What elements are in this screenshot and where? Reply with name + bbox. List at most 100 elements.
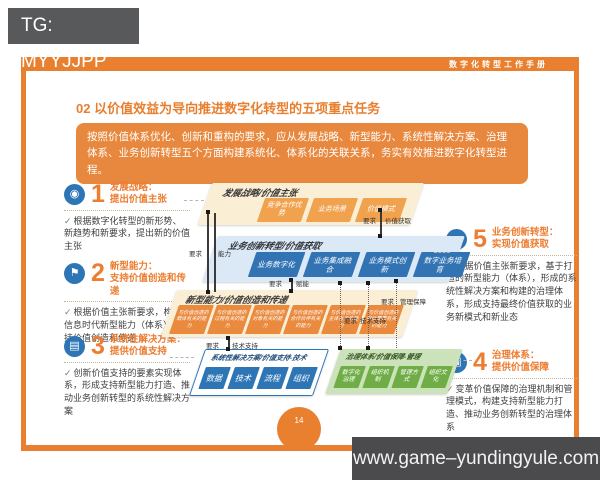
task-title: 发展战略： <box>109 182 158 193</box>
connector-marker <box>338 281 342 285</box>
connector-label: 技术支持 <box>360 318 386 325</box>
governance-box: 组织文化 <box>420 366 453 388</box>
connector-line <box>380 211 382 237</box>
connector-label: 价值获取 <box>385 218 411 225</box>
connector-label: 赋能 <box>296 281 309 288</box>
business-box: 业务数字化 <box>247 252 306 277</box>
strategy-box: 竞争合作优势 <box>256 198 310 222</box>
task-subtitle: 提出价值主张 <box>109 194 167 206</box>
connector-marker <box>338 346 342 350</box>
task-desc: ✓变革价值保障的治理机制和管理模式，构建支持新型能力打造、推动业务创新转型的治理… <box>446 383 573 432</box>
solution-box: 技术 <box>227 367 260 389</box>
divider <box>64 361 190 363</box>
check-icon: ✓ <box>446 383 454 394</box>
divider <box>64 301 190 303</box>
task-number: 3 <box>91 332 105 360</box>
connector-marker <box>289 289 293 293</box>
connector-label: 管理保障 <box>400 299 426 306</box>
task-subtitle: 提供价值支持 <box>109 346 167 358</box>
band-business: 业务创新转型/价值获取 业务数字化 业务集成融合 业务模式创新 数字业务培育 <box>202 236 471 282</box>
governance-box: 组织机制 <box>362 366 395 388</box>
business-box: 数字业务培育 <box>412 252 471 277</box>
connector-label: 要求 <box>189 251 202 258</box>
band-solution: 系统性解决方案/价值支持-技术 数据 技术 流程 组织 <box>188 349 330 396</box>
task-desc: ✓根据价值主张新要求，基于打造的新型能力（体系），形成的系统性解决方案和构建的治… <box>446 260 577 322</box>
task-1-strategy: ◉ 1 发展战略： 提出价值主张 ✓根据数字化转型的新形势、新趋势和新要求，提出… <box>64 181 190 253</box>
task-desc: ✓创新价值支持的要素实现体系，形成支持新型能力打造、推动业务创新转型的系统性解决… <box>64 367 191 416</box>
connector-label: 技术支持 <box>232 343 258 350</box>
governance-box: 数字化治理 <box>333 366 366 388</box>
solution-box: 组织 <box>285 367 318 389</box>
task-number: 2 <box>91 259 105 287</box>
connector-marker <box>206 290 210 294</box>
task-desc: ✓根据价值主张新要求，构建信息时代新型能力（体系），支持价值创造和传递 <box>64 307 186 343</box>
task-number: 5 <box>473 225 487 253</box>
connector-marker <box>366 281 370 285</box>
divider <box>64 209 190 211</box>
connector-label: 要求 <box>206 343 219 350</box>
section-title: 02 以价值效益为导向推进数字化转型的五项重点任务 <box>76 101 381 116</box>
capability-icon: ⚑ <box>64 263 85 284</box>
tg-watermark: TG: MYYJJPP <box>8 8 139 72</box>
task-2-capability: ⚑ 2 新型能力： 支持价值创造和传递 ✓根据价值主张新要求，构建信息时代新型能… <box>64 260 190 344</box>
task-title: 系统性解决方案： <box>109 334 186 345</box>
connector-marker <box>206 210 210 214</box>
task-subtitle: 支持价值创造和传递 <box>109 273 186 297</box>
band-business-title: 业务创新转型/价值获取 <box>226 241 323 251</box>
task-subtitle: 提供价值保障 <box>491 362 549 374</box>
connector-line <box>228 338 230 350</box>
connector-marker <box>366 346 370 350</box>
dashed-link <box>184 200 204 201</box>
task-4-governance: ▣ 4 治理体系： 提供价值保障 ✓变革价值保障的治理机制和管理模式，构建支持新… <box>446 349 577 434</box>
task-title: 新型能力： <box>109 261 158 272</box>
task-desc: ✓根据数字化转型的新形势、新趋势和新要求，提出新的价值主张 <box>64 215 191 252</box>
connector-marker <box>394 279 398 283</box>
solution-box: 流程 <box>256 367 289 389</box>
strategy-box: 业务场景 <box>305 198 359 222</box>
task-title: 业务创新转型： <box>491 227 559 238</box>
divider <box>446 254 577 256</box>
connector-dotted-line <box>340 284 341 348</box>
business-box: 业务集成融合 <box>302 252 361 277</box>
connector-label: 要求 <box>381 299 394 306</box>
check-icon: ✓ <box>64 215 72 226</box>
page-number: 14 <box>277 407 321 451</box>
band-solution-title: 系统性解决方案/价值支持-技术 <box>209 355 308 362</box>
connector-line <box>291 280 293 292</box>
check-icon: ✓ <box>64 307 72 318</box>
solution-icon: ▤ <box>64 336 85 357</box>
task-title: 治理体系： <box>491 350 540 361</box>
connector-label: 要求 <box>363 218 376 225</box>
dashed-link <box>170 357 194 358</box>
connector-dotted-line <box>368 284 369 348</box>
check-icon: ✓ <box>64 367 72 378</box>
dashed-link <box>434 252 450 253</box>
connector-marker <box>378 234 382 238</box>
task-subtitle: 实现价值获取 <box>491 239 549 251</box>
task-3-solution: ▤ 3 系统性解决方案： 提供价值支持 ✓创新价值支持的要素实现体系，形成支持新… <box>64 333 190 418</box>
task-number: 4 <box>473 348 487 376</box>
band-governance-title: 治理体系/价值保障-管理 <box>344 354 422 361</box>
connector-marker <box>378 208 382 212</box>
connector-marker <box>226 347 230 351</box>
handbook-header-title: 数字化转型工作手册 <box>449 60 548 69</box>
task-5-business-transform: ☁ 5 业务创新转型： 实现价值获取 ✓根据价值主张新要求，基于打造的新型能力（… <box>446 226 577 324</box>
band-strategy-title: 发展战略/价值主张 <box>221 188 300 198</box>
business-box: 业务模式创新 <box>357 252 416 277</box>
solution-box: 数据 <box>198 367 231 389</box>
band-governance: 治理体系/价值保障-管理 数字化治理 组织机制 管理方式 组织文化 <box>325 349 463 394</box>
strategy-icon: ◉ <box>64 184 85 205</box>
divider <box>446 377 577 379</box>
connector-dotted-line <box>396 282 397 348</box>
governance-box: 管理方式 <box>391 366 424 388</box>
connector-label: 要求 <box>344 318 357 325</box>
dashed-link <box>458 360 472 361</box>
connector-line <box>207 213 209 292</box>
connector-label: 要求 <box>269 281 282 288</box>
intro-paragraph: 按照价值体系优化、创新和重构的要求，应从发展战略、新型能力、系统性解决方案、治理… <box>76 123 528 184</box>
site-url-watermark: www.game–yundingyule.com <box>352 437 600 480</box>
connector-label: 能力 <box>218 251 231 258</box>
band-capability: 新型能力/价值创造和传递 与价值创造的载体有关的能力 与价值创造的过程有关的能力… <box>160 290 419 337</box>
connector-marker <box>226 336 230 340</box>
